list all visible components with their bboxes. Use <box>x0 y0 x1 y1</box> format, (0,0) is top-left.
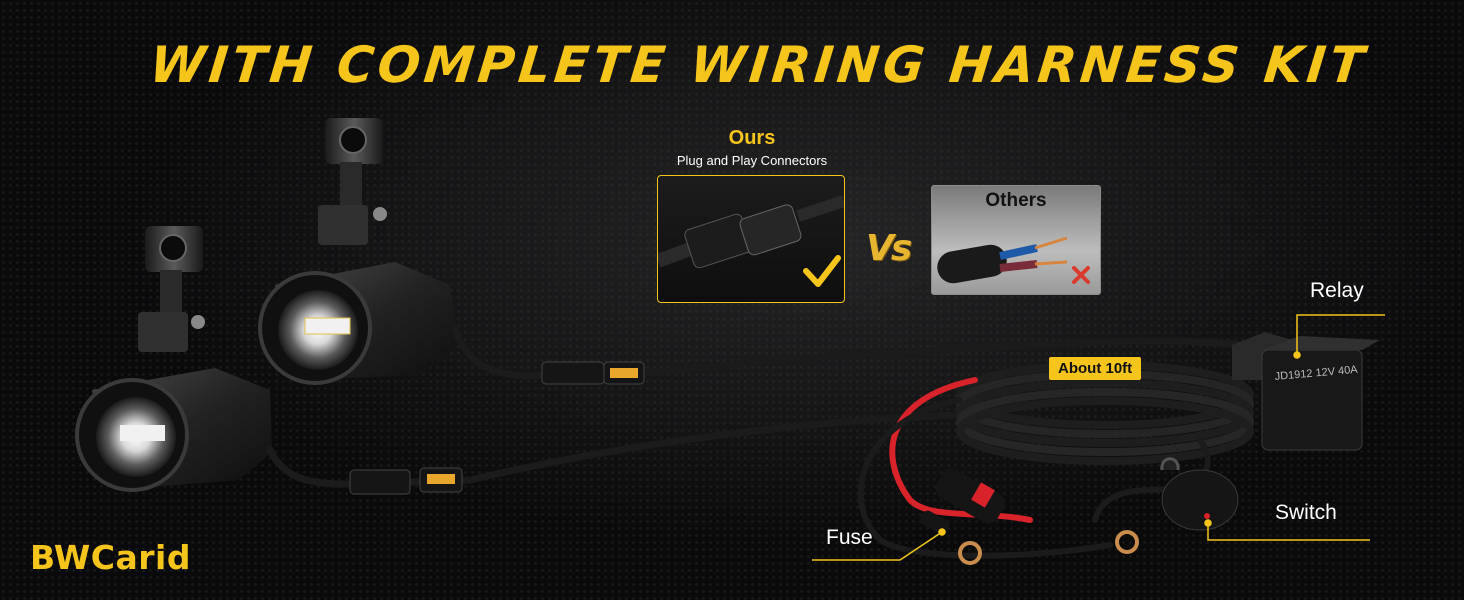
cross-icon <box>1072 266 1090 284</box>
ours-title: Ours <box>728 127 776 149</box>
switch-label: Switch <box>1275 501 1337 524</box>
check-icon <box>803 255 841 287</box>
brand-logo: BWCarid <box>30 538 191 577</box>
ours-connector-image <box>657 175 845 303</box>
headline: WITH COMPLETE WIRING HARNESS KIT <box>146 36 1371 94</box>
fuse-holder <box>920 468 1005 535</box>
others-wire-image: Others <box>931 185 1101 295</box>
vs-label: Vs <box>866 228 912 269</box>
relay: JD1912 12V 40A <box>1232 332 1380 451</box>
rocker-switch <box>1160 457 1239 531</box>
others-title: Others <box>985 190 1047 211</box>
ring-terminal-left <box>958 541 982 565</box>
fog-light-front <box>75 226 272 492</box>
relay-label: Relay <box>1310 279 1364 302</box>
cable-length-badge: About 10ft <box>1049 357 1142 380</box>
callout-lines <box>812 314 1385 561</box>
fuse-label: Fuse <box>826 526 873 549</box>
ours-subtitle: Plug and Play Connectors <box>676 153 828 168</box>
ring-terminal-right <box>1115 530 1139 554</box>
bare-wire-illustration <box>937 236 1090 284</box>
plug-connector-illustration <box>658 195 844 287</box>
fog-light-rear <box>258 118 458 385</box>
